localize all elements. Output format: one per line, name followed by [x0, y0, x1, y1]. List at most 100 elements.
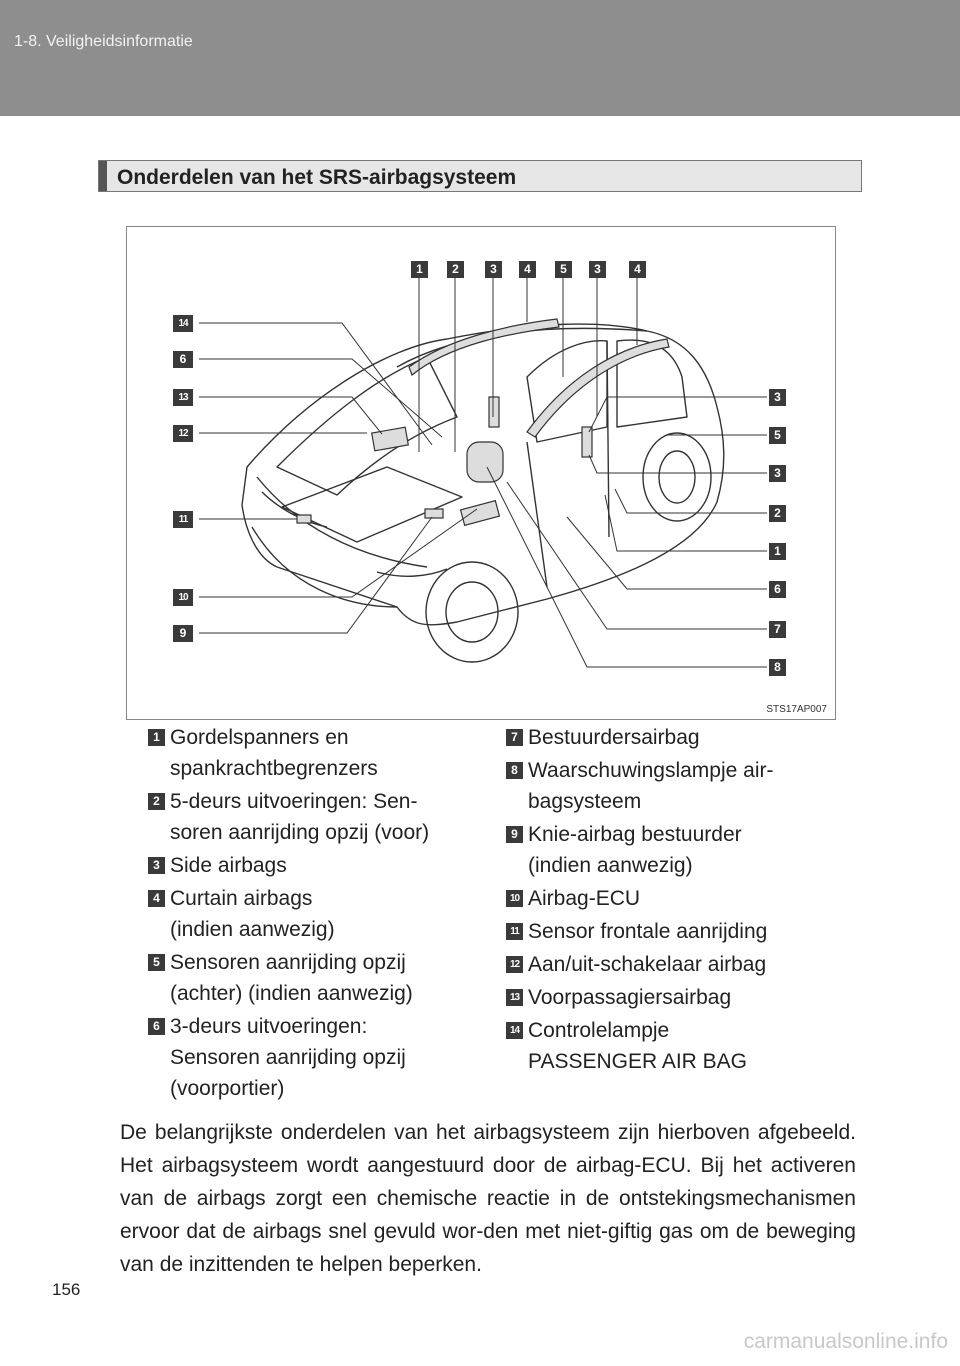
- car-body-outline: [241, 323, 725, 626]
- legend-number-badge: 8: [506, 762, 523, 779]
- legend-item: 9 Knie-airbag bestuurder (indien aanwezig): [506, 819, 836, 881]
- side-airbag-front: [488, 396, 500, 428]
- legend-right-column: 7 Bestuurdersairbag 8 Waarschuwingslampje a…: [506, 722, 836, 1079]
- callout-badge: 2: [769, 505, 786, 522]
- steering-wheel-airbag: [466, 441, 504, 483]
- legend-item: 13 Voorpassagiersairbag: [506, 982, 836, 1013]
- front-wheel: [425, 561, 519, 663]
- headlight-right: [376, 568, 448, 577]
- front-sensor-plate: [281, 466, 463, 543]
- legend-item: 4 Curtain airbags (indien aanwezig): [148, 883, 478, 945]
- front-crash-sensor: [296, 514, 312, 524]
- callout-badge: 12: [173, 425, 193, 442]
- windshield: [276, 356, 458, 496]
- rear-wheel: [642, 432, 712, 522]
- legend-item: 6 3-deurs uitvoeringen: Sensoren aanrijdin…: [148, 1011, 478, 1104]
- callout-badge: 6: [173, 351, 193, 368]
- callout-badge: 13: [173, 389, 193, 406]
- car-illustration: [199, 275, 767, 668]
- legend-item-text: Gordelspanners en: [170, 726, 349, 749]
- callout-badge: 1: [411, 261, 428, 278]
- callout-badge: 11: [173, 511, 193, 528]
- callout-badge: 3: [769, 465, 786, 482]
- legend-number-badge: 10: [506, 890, 523, 907]
- legend-item-text: Voorpassagiersairbag: [528, 986, 732, 1009]
- legend-number-badge: 12: [506, 956, 523, 973]
- headlight-left: [261, 491, 328, 528]
- legend-item-text: 3-deurs uitvoeringen:: [170, 1015, 368, 1038]
- callout-badge: 9: [173, 625, 193, 642]
- legend-item-text: (voorportier): [170, 1077, 285, 1100]
- legend-item-text: spankrachtbegrenzers: [170, 757, 378, 780]
- legend-number-badge: 14: [506, 1022, 523, 1039]
- legend-item-text: Knie-airbag bestuurder: [528, 823, 742, 846]
- callout-badge: 3: [485, 261, 502, 278]
- section-title-box: Onderdelen van het SRS-airbagsysteem: [98, 160, 862, 192]
- legend-item-text: PASSENGER AIR BAG: [528, 1050, 748, 1073]
- callout-badge: 5: [555, 261, 572, 278]
- legend-item: 12 Aan/uit-schakelaar airbag: [506, 949, 836, 980]
- legend-number-badge: 5: [148, 954, 165, 971]
- callout-badge: 8: [769, 659, 786, 676]
- airbag-diagram: 1 2 3 4 5 3 4 14 6 13 12 11 10 9 3 5 3 2…: [126, 226, 836, 720]
- callout-badge: 3: [589, 261, 606, 278]
- bumper: [251, 526, 398, 608]
- legend-item: 11 Sensor frontale aanrijding: [506, 916, 836, 947]
- callout-badge: 7: [769, 621, 786, 638]
- legend-number-badge: 3: [148, 857, 165, 874]
- legend-number-badge: 7: [506, 729, 523, 746]
- legend-item: 5 Sensoren aanrijding opzij (achter) (indi…: [148, 947, 478, 1009]
- legend-item-text: (achter) (indien aanwezig): [170, 982, 413, 1005]
- legend-number-badge: 4: [148, 890, 165, 907]
- legend-item-text: Aan/uit-schakelaar airbag: [528, 953, 767, 976]
- door-seam: [526, 441, 548, 588]
- callout-badge: 2: [447, 261, 464, 278]
- curtain-airbag-rear: [526, 338, 670, 438]
- airbag-ecu-module: [459, 499, 501, 527]
- watermark: carmanualsonline.info: [743, 1330, 948, 1353]
- legend-item-text: Sensoren aanrijding opzij: [170, 1046, 406, 1069]
- curtain-airbag-front: [408, 318, 560, 376]
- callout-badge: 1: [769, 543, 786, 560]
- passenger-airbag-module: [371, 426, 409, 452]
- legend-number-badge: 13: [506, 989, 523, 1006]
- legend-item-text: Curtain airbags: [170, 887, 313, 910]
- section-title: Onderdelen van het SRS-airbagsysteem: [117, 166, 517, 189]
- breadcrumb: 1-8. Veiligheidsinformatie: [14, 33, 193, 50]
- figure-code: STS17AP007: [766, 704, 827, 715]
- callout-badge: 6: [769, 581, 786, 598]
- legend-number-badge: 9: [506, 826, 523, 843]
- page-header: 1-8. Veiligheidsinformatie: [0, 0, 960, 116]
- callout-badge: 10: [173, 589, 193, 606]
- side-airbag-rear: [581, 426, 593, 458]
- legend-item-text: (indien aanwezig): [170, 918, 335, 941]
- callout-badge: 4: [519, 261, 536, 278]
- legend-item: 8 Waarschuwingslampje air-bagsysteem: [506, 755, 836, 817]
- legend-item-text: Controlelampje: [528, 1019, 670, 1042]
- legend-item-text: Sensoren aanrijding opzij: [170, 951, 406, 974]
- callout-badge: 4: [629, 261, 646, 278]
- legend-item-text: Waarschuwingslampje air-: [528, 759, 774, 782]
- b-pillar: [606, 340, 610, 538]
- legend-item-text: Sensor frontale aanrijding: [528, 920, 768, 943]
- legend-item: 3 Side airbags: [148, 850, 478, 881]
- legend-item-text: (indien aanwezig): [528, 854, 693, 877]
- body-paragraph: De belangrijkste onderdelen van het airb…: [120, 1121, 856, 1276]
- legend-item-text: Bestuurdersairbag: [528, 726, 700, 749]
- callout-badge: 14: [173, 315, 193, 332]
- legend-number-badge: 6: [148, 1018, 165, 1035]
- legend-item: 2 5-deurs uitvoeringen: Sen-soren aanrijd…: [148, 786, 478, 848]
- legend-item-text: soren aanrijding opzij (voor): [170, 821, 430, 844]
- legend-item-text: 5-deurs uitvoeringen: Sen-: [170, 790, 418, 813]
- legend-item: 7 Bestuurdersairbag: [506, 722, 836, 753]
- legend-number-badge: 11: [506, 923, 523, 940]
- legend-number-badge: 2: [148, 793, 165, 810]
- legend-number-badge: 1: [148, 729, 165, 746]
- page-number: 156: [52, 1280, 81, 1299]
- legend-item-text: Side airbags: [170, 854, 287, 877]
- knee-airbag: [424, 508, 444, 519]
- legend-item-text: bagsysteem: [528, 790, 642, 813]
